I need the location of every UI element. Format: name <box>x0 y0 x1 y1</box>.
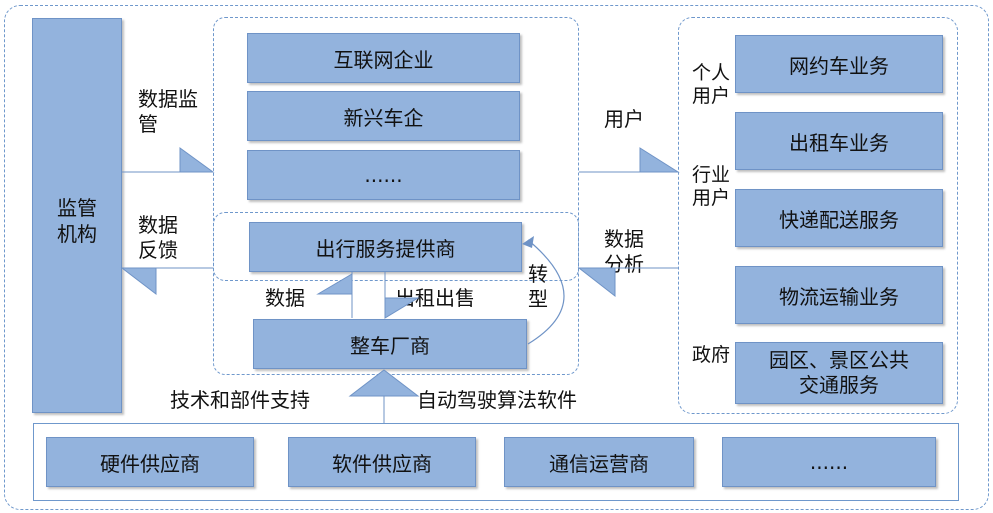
support-arrowhead <box>348 369 420 397</box>
service-logistics: 物流运输业务 <box>735 266 943 324</box>
supplier-software: 软件供应商 <box>288 437 476 487</box>
oem-box: 整车厂商 <box>253 319 527 369</box>
supplier-more: ...... <box>722 437 936 487</box>
service-ride-hailing: 网约车业务 <box>735 35 943 93</box>
service-taxi: 出租车业务 <box>735 112 943 170</box>
service-park-transit: 园区、景区公共 交通服务 <box>735 342 943 404</box>
algorithm-software-label: 自动驾驶算法软件 <box>417 388 577 412</box>
outer-frame <box>4 5 989 510</box>
platform-item-more: ...... <box>247 150 520 200</box>
feedback-label: 数据 反馈 <box>138 213 178 262</box>
rent-sell-arrowhead <box>384 297 420 319</box>
service-express-delivery: 快递配送服务 <box>735 189 943 247</box>
platform-item-new-automaker: 新兴车企 <box>247 91 520 141</box>
user-type-industry: 行业 用户 <box>692 164 731 209</box>
analysis-arrowhead <box>577 267 616 298</box>
data-arrowhead <box>316 273 353 295</box>
user-type-individual: 个人 用户 <box>692 62 731 107</box>
suppliers-frame <box>33 423 959 501</box>
mobility-provider-box: 出行服务提供商 <box>249 222 522 272</box>
user-type-government: 政府 <box>692 344 731 366</box>
regulator-box: 监管 机构 <box>32 18 122 413</box>
data-label: 数据 <box>265 286 305 310</box>
transform-curve-arrowhead <box>522 236 534 248</box>
users-arrowhead <box>639 147 680 173</box>
services-group-frame <box>678 17 958 414</box>
tech-support-label: 技术和部件支持 <box>170 388 310 412</box>
supervision-arrowhead <box>179 147 215 173</box>
supplier-telecom: 通信运营商 <box>504 437 694 487</box>
supervision-label: 数据监 管 <box>138 87 198 136</box>
transform-curve <box>527 239 565 345</box>
users-label: 用户 <box>604 107 644 131</box>
supplier-hardware: 硬件供应商 <box>46 437 254 487</box>
feedback-arrowhead <box>120 267 157 296</box>
provider-group-frame <box>213 212 579 375</box>
platform-item-internet: 互联网企业 <box>247 33 520 83</box>
transform-label: 转 型 <box>528 262 548 311</box>
platform-group-frame <box>213 17 579 281</box>
